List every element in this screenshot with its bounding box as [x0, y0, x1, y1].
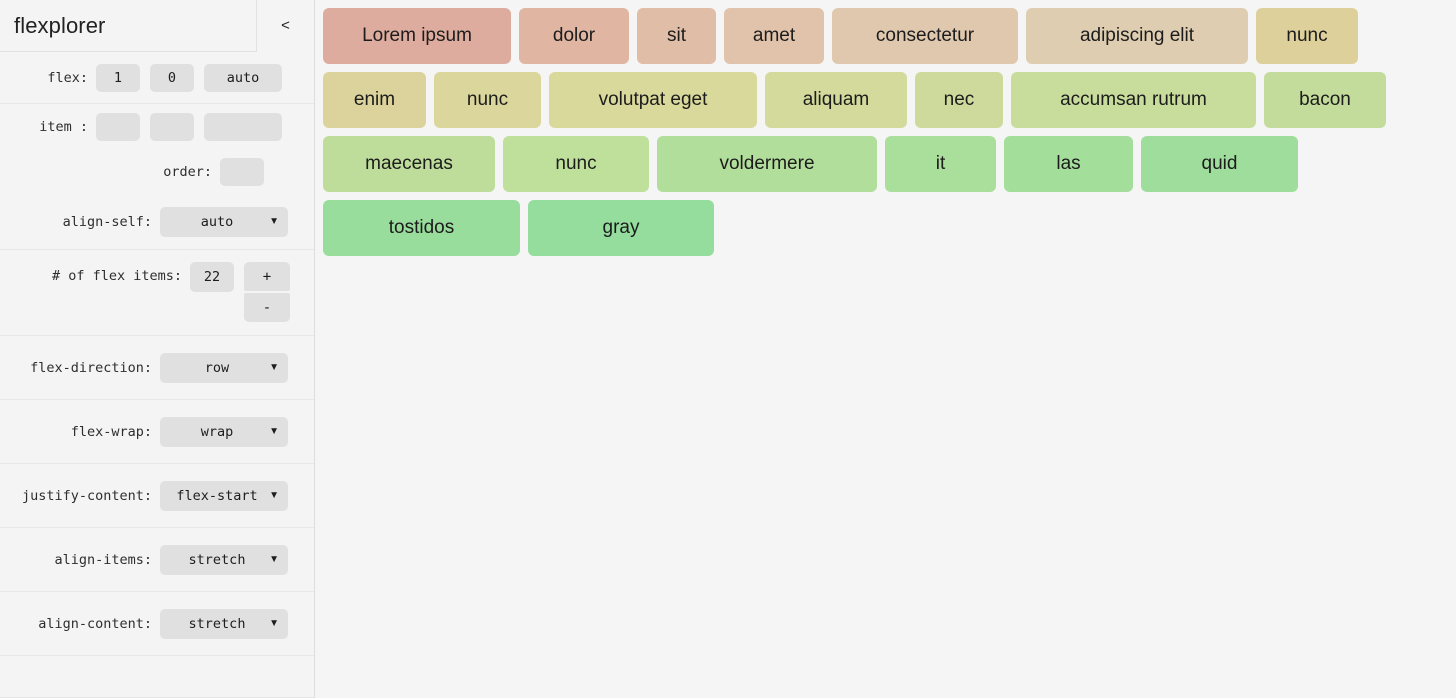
decrement-button[interactable]: -: [244, 293, 290, 322]
flex-item[interactable]: adipiscing elit: [1026, 8, 1248, 64]
controls-sidebar: flexplorer < flex: item : orde: [0, 0, 315, 698]
flex-item[interactable]: voldermere: [657, 136, 877, 192]
flex-item[interactable]: accumsan rutrum: [1011, 72, 1256, 128]
flex-item[interactable]: nunc: [503, 136, 649, 192]
flex-item-count-row: # of flex items: + -: [0, 250, 314, 336]
flex-item[interactable]: maecenas: [323, 136, 495, 192]
align-content-label: align-content:: [38, 615, 152, 632]
flex-item[interactable]: quid: [1141, 136, 1298, 192]
flex-item[interactable]: consectetur: [832, 8, 1018, 64]
flex-item[interactable]: gray: [528, 200, 714, 256]
flex-item[interactable]: dolor: [519, 8, 629, 64]
align-content-select-wrap: stretch ▼: [160, 608, 288, 639]
item-input-2[interactable]: [150, 113, 194, 141]
flex-item[interactable]: nunc: [434, 72, 541, 128]
collapse-sidebar-button[interactable]: <: [256, 0, 314, 52]
flex-shrink-input[interactable]: [150, 63, 194, 92]
page-title: flexplorer: [14, 12, 106, 38]
chevron-left-icon: <: [281, 17, 290, 34]
justify-content-label: justify-content:: [21, 487, 152, 504]
order-row: order:: [0, 150, 314, 194]
flex-fields: [96, 63, 282, 92]
align-items-select-wrap: stretch ▼: [160, 544, 288, 575]
flex-shorthand-row: flex:: [0, 52, 314, 104]
item-fields: [96, 113, 282, 141]
flex-item[interactable]: volutpat eget: [549, 72, 757, 128]
order-label: order:: [163, 164, 212, 180]
align-self-row: align-self: auto ▼: [0, 194, 314, 250]
align-items-label: align-items:: [54, 551, 152, 568]
order-input[interactable]: [220, 158, 264, 186]
flex-item[interactable]: las: [1004, 136, 1133, 192]
flex-item[interactable]: Lorem ipsum: [323, 8, 511, 64]
flex-wrap-select-wrap: wrap ▼: [160, 416, 288, 447]
flex-item[interactable]: sit: [637, 8, 716, 64]
flex-direction-row: flex-direction: row ▼: [0, 336, 314, 400]
align-self-select-wrap: auto ▼: [160, 206, 288, 237]
align-self-label: align-self:: [62, 213, 152, 230]
align-items-row: align-items: stretch ▼: [0, 528, 314, 592]
flex-item[interactable]: nec: [915, 72, 1003, 128]
flex-direction-select[interactable]: row: [160, 352, 288, 383]
flex-item[interactable]: aliquam: [765, 72, 907, 128]
align-content-select[interactable]: stretch: [160, 608, 288, 639]
flex-item[interactable]: it: [885, 136, 996, 192]
item-input-1[interactable]: [96, 113, 140, 141]
flex-grow-input[interactable]: [96, 63, 140, 92]
align-items-select[interactable]: stretch: [160, 544, 288, 575]
flex-item-count-stepper: + -: [244, 262, 290, 322]
flex-direction-select-wrap: row ▼: [160, 352, 288, 383]
flex-item-count-label: # of flex items:: [51, 268, 182, 284]
sidebar-header: flexplorer <: [0, 0, 314, 52]
flex-item-count-input[interactable]: [190, 262, 234, 292]
sidebar-filler: [0, 656, 314, 698]
item-row: item :: [0, 104, 314, 150]
flex-item[interactable]: enim: [323, 72, 426, 128]
justify-content-row: justify-content: flex-start ▼: [0, 464, 314, 528]
item-label: item :: [39, 119, 88, 135]
flex-label: flex:: [47, 69, 88, 86]
flex-direction-label: flex-direction:: [30, 359, 152, 376]
justify-content-select[interactable]: flex-start: [160, 480, 288, 511]
flex-item[interactable]: tostidos: [323, 200, 520, 256]
align-self-select[interactable]: auto: [160, 206, 288, 237]
flex-item[interactable]: nunc: [1256, 8, 1358, 64]
flex-wrap-row: flex-wrap: wrap ▼: [0, 400, 314, 464]
increment-button[interactable]: +: [244, 262, 290, 291]
flex-basis-input[interactable]: [204, 63, 282, 92]
flex-item-count-fields: + -: [190, 262, 290, 322]
justify-content-select-wrap: flex-start ▼: [160, 480, 288, 511]
align-content-row: align-content: stretch ▼: [0, 592, 314, 656]
order-fields: [220, 158, 264, 186]
flex-wrap-select[interactable]: wrap: [160, 416, 288, 447]
flex-item[interactable]: amet: [724, 8, 824, 64]
item-input-3[interactable]: [204, 113, 282, 141]
flex-item[interactable]: bacon: [1264, 72, 1386, 128]
flex-wrap-label: flex-wrap:: [70, 423, 152, 440]
